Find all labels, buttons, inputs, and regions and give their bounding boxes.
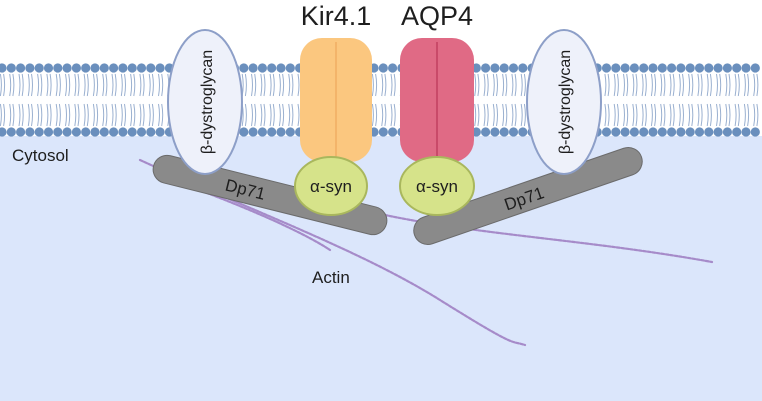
beta-dystroglycan-right: [526, 29, 602, 175]
cytosol-region: [0, 136, 762, 401]
aqp4-label: AQP4: [401, 1, 473, 31]
alpha-syn-left-label: α-syn: [310, 177, 352, 196]
kir4-1-label: Kir4.1: [301, 1, 372, 31]
dp71-right: [413, 146, 643, 246]
aqp4-channel: [400, 38, 474, 162]
alpha-syn-right: [399, 156, 475, 216]
alpha-syn-left: [294, 156, 368, 216]
alpha-syn-right-label: α-syn: [416, 177, 458, 196]
beta-dystroglycan-left-label: β-dystroglycan: [199, 50, 216, 154]
lipid-bilayer: [0, 63, 760, 137]
beta-dystroglycan-left: [167, 29, 243, 175]
actin-label: Actin: [312, 268, 350, 287]
kir4-1-channel: [300, 38, 372, 162]
beta-dystroglycan-right-label: β-dystroglycan: [557, 50, 574, 154]
cytosol-label: Cytosol: [12, 146, 69, 165]
